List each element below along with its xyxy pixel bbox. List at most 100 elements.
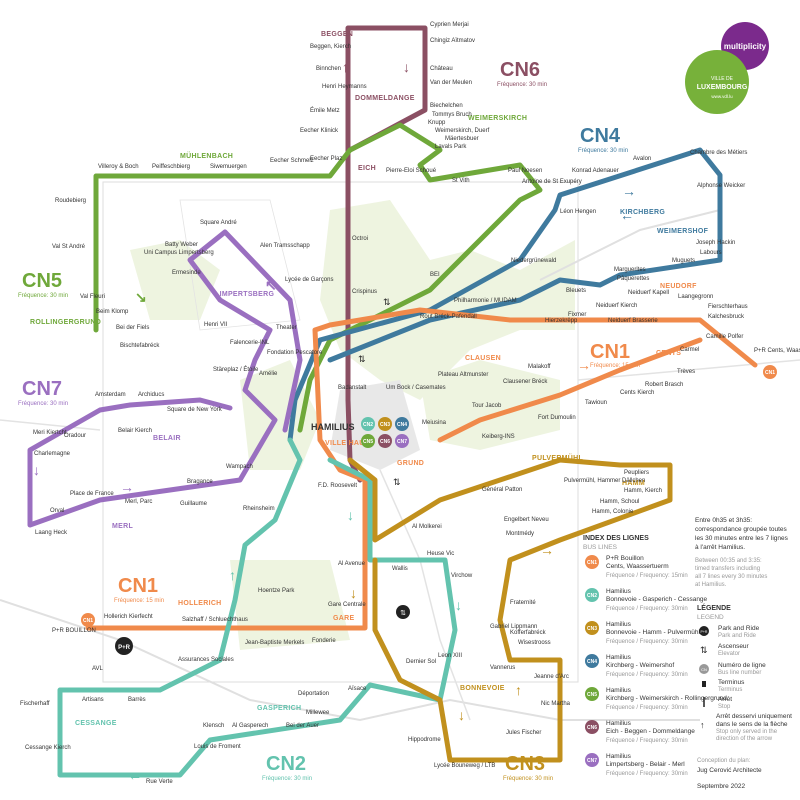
arrow-cn7-right: → [120,479,134,495]
stop-label: Charlemagne [34,451,71,457]
stop-label: Virchow [451,573,473,579]
legend-row-freq: Fréquence / Frequency: 30min [606,771,688,777]
stop-label: Bei der Fiels [116,325,149,331]
svg-text:CN1: CN1 [83,618,93,624]
svg-text:Between 00:35 and 3:35:: Between 00:35 and 3:35: [695,558,762,564]
arrow-cn2-down: ↓ [347,507,354,523]
line-label-cn5: CN5 [22,270,62,292]
stop-label: Belair Kierch [118,428,152,434]
stop-label: Ermesinde [172,270,201,276]
stop-label: Joseph Hackin [696,240,735,246]
stop-label: Batty Weber [165,242,198,248]
stop-label: Hamm, Kierch [624,488,662,494]
stop-label: Eecher Plaz [310,156,342,162]
legend-park-ride: P+R Park and Ride Park and Ride [699,625,760,639]
stop-label: AVL [92,666,104,672]
legend-badge-label: CN7 [587,758,597,764]
legend-badge [585,753,599,767]
svg-text:CN7: CN7 [397,439,407,445]
stop-label: P+R BOUILLON [52,628,96,634]
stop-label: Siwemuergen [210,164,247,170]
stop-label: F.D. Roosevelt [318,483,357,489]
arrow-cn7-down: ↓ [33,462,40,478]
legend-row-detail: Kirchberg - Weimershof [606,662,674,669]
district-label: WEIMERSHOF [657,228,709,235]
stop-label: P+R Cents, Waassertuerm [754,348,800,354]
svg-text:Bus line number: Bus line number [718,670,761,676]
line-label-cn7: CN7 [22,378,62,400]
stop-label: Lavals Park [435,144,467,150]
district-label: DOMMELDANGE [355,95,415,102]
svg-text:CN3: CN3 [380,422,390,428]
district-label: GRUND [397,460,424,467]
stop-label: Jeanne d'Arc [534,674,569,680]
stop-label: Tawioun [585,400,607,406]
terminus-markers: CN1 CN1 P+R ⇅ ⇅ ⇅ ⇅ [81,297,777,655]
stop-label: Jean-Baptiste Merkels [245,640,304,646]
stop-label: Guillaume [180,501,208,507]
district-label: ROLLINGERGRUND [30,319,101,326]
stop-label: Louis de Froment [194,744,241,750]
svg-text:CN6: CN6 [380,439,390,445]
stop-label: Montmédy [506,531,534,537]
arrow-cn3-down: ↓ [350,585,357,601]
stop-label: Hollerich Kierfecht [104,614,153,620]
stop-label: Meiusina [422,420,447,426]
legend-row-freq: Fréquence / Frequency: 15min [606,573,688,579]
stop-label: Carmel [680,347,699,353]
stop-label: Bleuets [566,288,586,294]
stop-label: Bragance [187,479,213,485]
stop-label: Alen Tramsschapp [260,243,310,249]
legend-row-freq: Fréquence / Frequency: 30min [606,738,688,744]
stop-label: Cessange Kierch [25,745,71,751]
legend-badge-label: CN3 [587,626,597,632]
stop-label: Octroi [352,236,368,242]
stop-label: Avalon [633,156,651,162]
legend-badge [585,588,599,602]
stop-label: Fierschterhaus [708,304,748,310]
stop-label: Klensch [203,723,224,729]
stop-label: Neiduerf Brasserie [608,318,658,324]
stop-label: Rue Verte [146,779,173,785]
legend-row-freq: Fréquence / Frequency: 30min [606,705,688,711]
stop-label: Labours [700,250,722,256]
legend-badge-label: CN5 [587,692,597,698]
district-label: HAMM [622,480,645,487]
stop-label: Um Bock / Casemates [386,385,446,391]
arrow-cn2-up: ↑ [229,567,236,583]
stop-label: Cyprien Merjai [430,22,469,28]
district-label: HOLLERICH [178,600,222,607]
stop-label: Gare Centrale [328,602,366,608]
district-label: NEUDORF [660,283,697,290]
stop-label: Laang Heck [35,530,68,536]
stop-label: Van der Meulen [430,80,472,86]
stop-label: Cents Kierch [620,390,654,396]
hub-label: HAMILIUS [311,422,355,432]
hub-badge-cn2: CN2 [361,417,375,431]
legend-badge-label: CN2 [587,593,597,599]
stop-label: Leon XIII [438,653,462,659]
freq-cn1-east: Fréquence: 15 min [590,363,640,369]
district-label: BELAIR [153,435,181,442]
stop-label: Rheinsheim [243,506,275,512]
bus-lines [27,25,758,778]
stop-label: Merl, Parc [125,499,152,505]
line-cn2 [57,437,458,778]
stop-label: Villeroy & Boch [98,164,139,170]
svg-text:Park and Ride: Park and Ride [718,625,760,632]
legend-row-detail: Bonnevoie - Hamm - Pulvermühl [606,629,700,636]
stop-label: Beggen, Kierch [310,44,351,50]
legend-row-detail: Limpertsberg - Belair - Merl [606,761,685,768]
stop-label: Millewee [306,710,330,716]
line-label-cn6: CN6 [500,59,540,81]
stop-label: Pulvermühl, Hammer Dällchen [564,478,645,484]
stop-label: Paul Noesen [508,168,542,174]
svg-text:Elevator: Elevator [718,651,740,657]
hub-badge-cn5: CN5 [361,434,375,448]
hamilius-hub[interactable]: HAMILIUS CN2 CN3 CN4 CN5 CN6 CN7 [311,417,409,448]
legend-badge-label: CN6 [587,725,597,731]
stop-label: Square de New York [167,407,223,413]
park-and-ride-icon: P+R [115,637,133,655]
stop-label: Château [430,66,453,72]
